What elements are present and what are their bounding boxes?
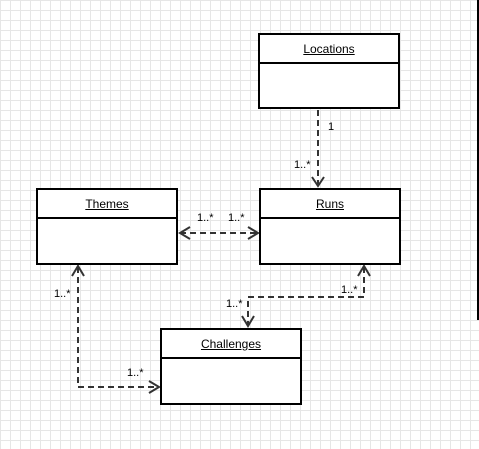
association-themes-runs[interactable]: 1..* 1..* <box>178 212 260 240</box>
multiplicity-label: 1..* <box>127 367 144 379</box>
class-locations[interactable]: Locations <box>258 33 400 109</box>
class-name: Themes <box>38 190 176 219</box>
arrowhead-icon <box>247 226 260 240</box>
arrowhead-icon <box>71 264 85 277</box>
multiplicity-label: 1..* <box>228 212 245 224</box>
class-name: Challenges <box>162 330 300 359</box>
arrowhead-icon <box>357 264 371 277</box>
multiplicity-label: 1..* <box>294 159 311 171</box>
class-name: Locations <box>260 35 398 64</box>
association-locations-runs[interactable]: 1 1..* <box>294 110 334 188</box>
multiplicity-label: 1..* <box>226 298 243 310</box>
class-name: Runs <box>261 190 399 219</box>
connector-line[interactable] <box>77 267 158 388</box>
association-themes-challenges[interactable]: 1..* 1..* <box>54 264 161 394</box>
multiplicity-label: 1..* <box>54 288 71 300</box>
class-themes[interactable]: Themes <box>36 188 178 265</box>
arrowhead-icon <box>148 380 161 394</box>
class-challenges[interactable]: Challenges <box>160 328 302 405</box>
arrowhead-icon <box>178 226 191 240</box>
multiplicity-label: 1 <box>328 121 334 133</box>
multiplicity-label: 1..* <box>341 284 358 296</box>
association-runs-challenges[interactable]: 1..* 1..* <box>226 264 371 328</box>
multiplicity-label: 1..* <box>197 212 214 224</box>
connector-line[interactable] <box>247 267 365 325</box>
arrowhead-icon <box>311 176 325 188</box>
arrowhead-icon <box>241 315 255 328</box>
canvas-edge-line <box>477 0 479 320</box>
class-runs[interactable]: Runs <box>259 188 401 265</box>
